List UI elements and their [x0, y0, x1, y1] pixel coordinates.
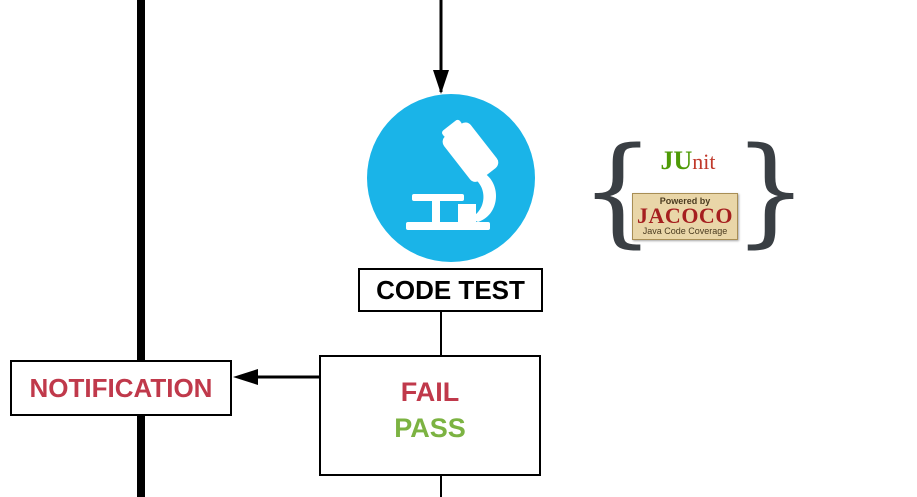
fail-label: FAIL — [400, 377, 460, 407]
tools-brace-right: } — [733, 121, 809, 259]
junit-logo-u: U — [673, 146, 693, 175]
code-test-node: CODE TEST — [358, 268, 543, 312]
junit-logo-j: J — [660, 146, 674, 175]
incoming-arrowhead — [433, 70, 449, 94]
code-test-stage-icon — [367, 94, 535, 262]
junit-logo-rest: nit — [692, 149, 716, 174]
stage-circle — [367, 94, 535, 262]
notification-node: NOTIFICATION — [10, 360, 232, 416]
jacoco-powered-by: Powered by — [659, 196, 711, 206]
jacoco-tagline: Java Code Coverage — [642, 226, 728, 236]
arrow-to-notification-head — [233, 369, 258, 385]
jacoco-logo: Powered by JACOCO Java Code Coverage — [632, 193, 738, 240]
notification-label: NOTIFICATION — [29, 373, 213, 403]
code-test-label: CODE TEST — [376, 275, 525, 305]
junit-logo: JUnit — [648, 146, 728, 177]
test-result-node: FAIL PASS — [319, 355, 541, 476]
jacoco-name: JACOCO — [637, 203, 733, 228]
microscope-icon — [406, 119, 499, 230]
pass-label: PASS — [394, 413, 466, 443]
